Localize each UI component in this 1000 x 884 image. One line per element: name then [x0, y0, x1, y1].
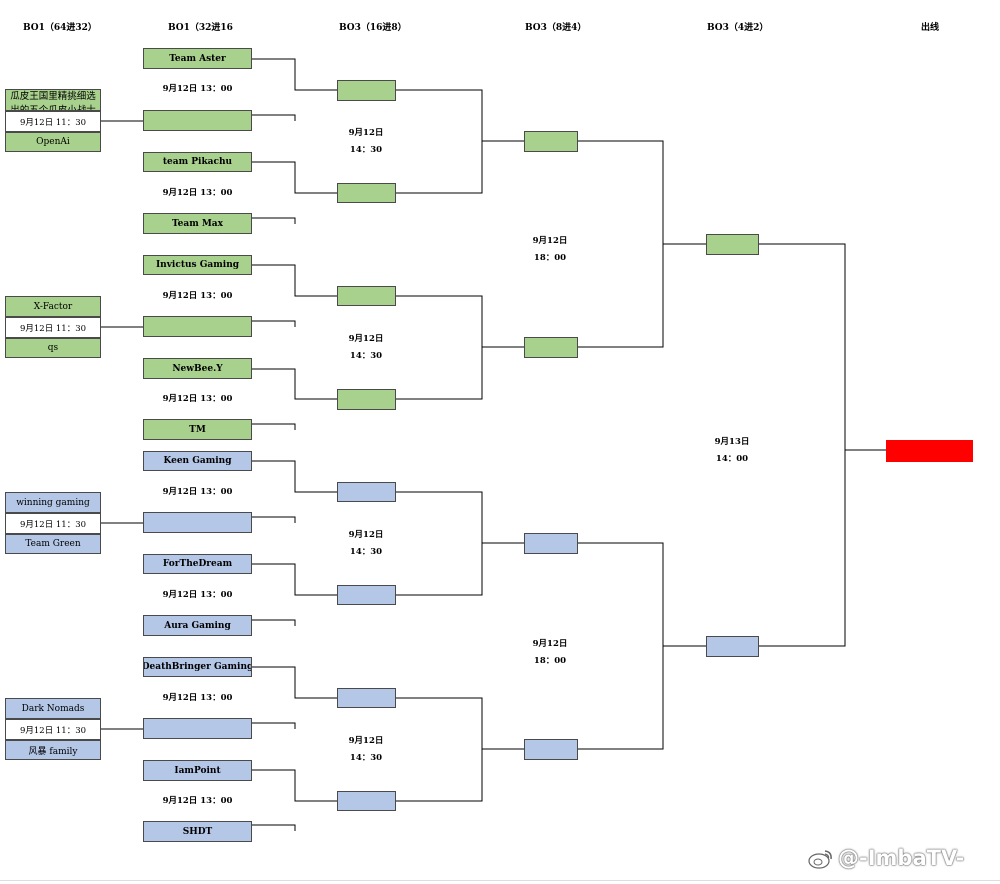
r16-match-4-time: 9月12日 14：30 — [330, 733, 402, 767]
header-round-32: BO1（32进16 — [168, 23, 233, 33]
r64-match-1-team-top: 瓜皮王国里精挑细选出的五个瓜皮小战士 — [5, 89, 101, 111]
r16-match-1-date: 9月12日 — [348, 128, 384, 138]
header-qualified: 出线 — [921, 23, 940, 33]
r32-match-5-team-top: Keen Gaming — [143, 451, 252, 471]
r32-match-3-team-bottom — [143, 316, 252, 337]
r64-match-1-team-bottom: OpenAi — [5, 132, 101, 152]
header-round-8: BO3（8进4） — [525, 23, 587, 33]
r16-match-3-time: 9月12日 14：30 — [330, 527, 402, 561]
r64-match-2-time: 9月12日 11：30 — [5, 317, 101, 338]
r16-match-1-time: 9月12日 14：30 — [330, 125, 402, 159]
r64-match-3-team-bottom: Team Green — [5, 534, 101, 554]
r32-match-6-team-bottom: Aura Gaming — [143, 615, 252, 636]
r32-match-8-team-top: IamPoint — [143, 760, 252, 781]
r16-slot — [337, 389, 396, 410]
r64-match-3-team-top: winning gaming — [5, 492, 101, 513]
r8-match-2-date: 9月12日 — [532, 639, 568, 649]
r4-match-date: 9月13日 — [714, 437, 750, 447]
r64-match-2-team-bottom: qs — [5, 338, 101, 358]
r32-match-7-team-top: DeathBringer Gaming — [143, 657, 252, 677]
r16-match-3-clock: 14：30 — [349, 547, 383, 557]
r16-slot — [337, 80, 396, 101]
r4-slot — [706, 234, 759, 255]
r16-slot — [337, 482, 396, 502]
r32-match-5-team-bottom — [143, 512, 252, 533]
r64-match-4-team-bottom: 风暴 family — [5, 740, 101, 760]
r4-match-time: 9月13日 14：00 — [696, 434, 768, 468]
r32-match-8-time: 9月12日 13：00 — [162, 796, 233, 806]
r16-match-2-time: 9月12日 14：30 — [330, 331, 402, 365]
r8-match-1-time: 9月12日 18：00 — [514, 233, 586, 267]
header-round-4: BO3（4进2） — [707, 23, 769, 33]
r16-match-1-clock: 14：30 — [349, 145, 383, 155]
weibo-logo-icon — [808, 850, 832, 869]
watermark-text: @-ImbaTV- — [838, 846, 965, 870]
r32-match-1-time: 9月12日 13：00 — [162, 84, 233, 94]
r16-match-3-date: 9月12日 — [348, 530, 384, 540]
r32-match-2-team-top: team Pikachu — [143, 152, 252, 172]
r32-match-3-team-top: Invictus Gaming — [143, 255, 252, 275]
r32-match-2-team-bottom: Team Max — [143, 213, 252, 234]
r64-match-1-time: 9月12日 11：30 — [5, 111, 101, 132]
r32-match-5-time: 9月12日 13：00 — [162, 487, 233, 497]
r32-match-7-time: 9月12日 13：00 — [162, 693, 233, 703]
r16-slot — [337, 688, 396, 708]
header-round-64: BO1（64进32） — [23, 23, 97, 33]
r16-match-2-date: 9月12日 — [348, 334, 384, 344]
r8-match-2-clock: 18：00 — [533, 656, 567, 666]
r16-slot — [337, 585, 396, 605]
r8-slot — [524, 131, 578, 152]
r32-match-6-team-top: ForTheDream — [143, 554, 252, 574]
r64-match-3-time: 9月12日 11：30 — [5, 513, 101, 534]
r8-slot — [524, 739, 578, 760]
r16-slot — [337, 791, 396, 811]
r8-slot — [524, 337, 578, 358]
r16-match-4-clock: 14：30 — [349, 753, 383, 763]
r32-match-7-team-bottom — [143, 718, 252, 739]
r32-match-6-time: 9月12日 13：00 — [162, 590, 233, 600]
r32-match-8-team-bottom: SHDT — [143, 821, 252, 842]
r8-match-1-date: 9月12日 — [532, 236, 568, 246]
r4-slot — [706, 636, 759, 657]
r64-match-4-team-top: Dark Nomads — [5, 698, 101, 719]
r16-match-4-date: 9月12日 — [348, 736, 384, 746]
r32-match-4-team-top: NewBee.Y — [143, 358, 252, 379]
qualified-slot — [886, 440, 973, 462]
watermark: @-ImbaTV- — [808, 846, 964, 870]
r16-slot — [337, 183, 396, 203]
r32-match-4-team-bottom: TM — [143, 419, 252, 440]
r16-match-2-clock: 14：30 — [349, 351, 383, 361]
header-round-16: BO3（16进8） — [339, 23, 407, 33]
r4-match-clock: 14：00 — [715, 454, 749, 464]
r64-match-4-time: 9月12日 11：30 — [5, 719, 101, 740]
footer-divider — [0, 880, 1000, 881]
r32-match-4-time: 9月12日 13：00 — [162, 394, 233, 404]
r8-slot — [524, 533, 578, 554]
r64-match-2-team-top: X-Factor — [5, 296, 101, 317]
r32-match-1-team-top: Team Aster — [143, 48, 252, 69]
r8-match-2-time: 9月12日 18：00 — [514, 636, 586, 670]
r32-match-1-team-bottom — [143, 110, 252, 131]
r16-slot — [337, 286, 396, 306]
r32-match-2-time: 9月12日 13：00 — [162, 188, 233, 198]
r8-match-1-clock: 18：00 — [533, 253, 567, 263]
r32-match-3-time: 9月12日 13：00 — [162, 291, 233, 301]
